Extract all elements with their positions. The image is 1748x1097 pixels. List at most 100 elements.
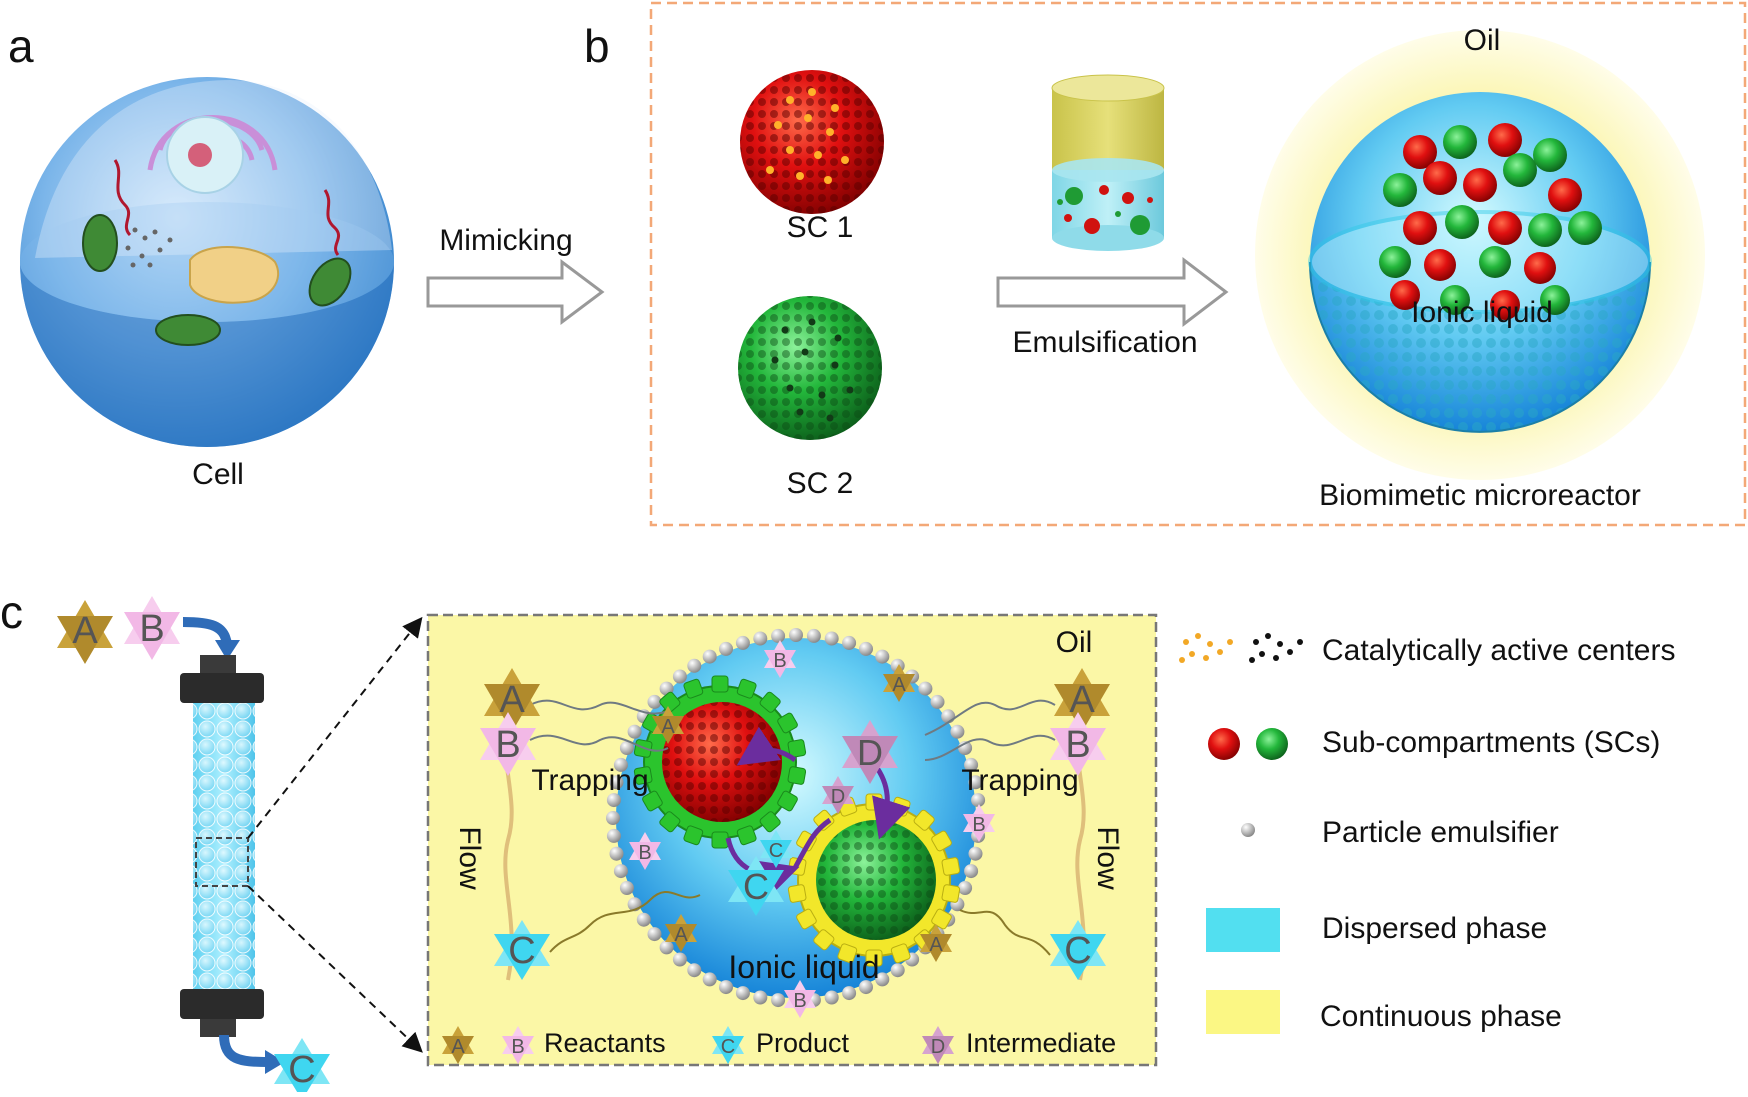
svg-text:A: A xyxy=(72,610,98,652)
panel-b-dashed-frame xyxy=(649,1,1747,527)
svg-text:C: C xyxy=(743,866,769,907)
molecule-a-right: A xyxy=(1054,668,1110,732)
bottom-legend-b: B xyxy=(502,1026,534,1064)
oil-label-b: Oil xyxy=(1464,24,1501,57)
gear-tooth xyxy=(941,857,961,876)
legend-dispersed-swatch xyxy=(1206,908,1280,952)
gear-tooth xyxy=(711,831,729,849)
flow-label-right: Flow xyxy=(1091,826,1124,890)
gear-tooth xyxy=(813,929,835,951)
molecule-b-left: B xyxy=(480,712,536,776)
svg-text:D: D xyxy=(857,732,883,773)
outlet-flow-arrow xyxy=(219,1034,269,1067)
bottom-legend-c: C xyxy=(712,1026,744,1064)
zoom-line-top xyxy=(247,616,423,839)
emulsifier-bead xyxy=(735,986,750,1001)
svg-text:B: B xyxy=(495,724,520,766)
biomimetic-caption: Biomimetic microreactor xyxy=(1319,479,1641,512)
cell-caption: Cell xyxy=(192,458,244,491)
svg-text:C: C xyxy=(288,1049,315,1091)
emulsification-label: Emulsification xyxy=(1012,326,1197,359)
molecule-b-right: B xyxy=(1050,712,1106,776)
svg-text:B: B xyxy=(972,814,985,836)
gear-tooth xyxy=(931,830,952,852)
molecule-c-right: C xyxy=(1050,920,1106,980)
trapping-wave xyxy=(529,734,669,752)
trapping-wave xyxy=(529,699,666,715)
legend-sc1-swatch xyxy=(1208,728,1240,760)
gear-tooth xyxy=(787,766,807,785)
emulsifier-bead xyxy=(672,669,687,684)
sc2-sphere xyxy=(738,296,882,440)
gear-tooth xyxy=(837,943,858,964)
inlet-reactant-a: A xyxy=(57,600,113,664)
gear-tooth xyxy=(931,908,952,930)
svg-text:B: B xyxy=(638,842,651,864)
molecule-a-inner-bottom-right: A xyxy=(920,924,952,962)
emulsion-vial-icon xyxy=(1051,74,1165,251)
gear-tooth xyxy=(890,943,911,964)
biomimetic-microreactor xyxy=(1255,30,1705,480)
emulsifier-bead xyxy=(627,724,642,739)
legend-sub-compartments: Sub-compartments (SCs) xyxy=(1322,726,1660,759)
legend-continuous-swatch xyxy=(1206,990,1280,1034)
dna-icon xyxy=(113,159,132,237)
molecule-d-small: D xyxy=(822,776,854,814)
gear-tooth xyxy=(865,949,883,967)
svg-text:A: A xyxy=(892,674,906,696)
gear-tooth xyxy=(759,691,781,713)
flow-label-left: Flow xyxy=(453,826,486,890)
svg-text:A: A xyxy=(1069,679,1095,721)
panel-b-letter: b xyxy=(584,20,610,72)
gear-tooth xyxy=(913,809,935,831)
intermediate-arrow xyxy=(736,726,797,766)
emulsifier-bead xyxy=(636,912,651,927)
emulsifier-bead xyxy=(806,628,821,643)
emulsifier-bead xyxy=(875,649,890,664)
molecule-a-inner-top: A xyxy=(883,664,915,702)
zoom-line-bottom xyxy=(247,885,423,1053)
trapping-wave xyxy=(924,734,1056,761)
inlet-reactant-b: B xyxy=(124,596,180,660)
emulsifier-bead xyxy=(771,628,786,643)
molecule-b-inner-top: B xyxy=(764,640,796,678)
gear-tooth xyxy=(796,908,817,930)
legend-continuous-phase: Continuous phase xyxy=(1320,1000,1562,1033)
emulsifier-bead xyxy=(687,658,702,673)
trapping-label-right: Trapping xyxy=(961,764,1078,797)
emulsifier-bead xyxy=(824,990,839,1005)
emulsifier-bead xyxy=(789,628,803,642)
svg-text:D: D xyxy=(831,786,845,808)
emulsifier-bead xyxy=(875,972,890,987)
svg-text:B: B xyxy=(793,990,806,1012)
emulsifier-bead xyxy=(647,927,662,942)
molecule-c-small: C xyxy=(760,830,792,868)
outlet-product-c: C xyxy=(274,1038,330,1097)
gear-tooth xyxy=(787,884,807,903)
emulsifier-bead xyxy=(771,993,786,1008)
emulsifier-bead xyxy=(619,741,634,755)
emulsifier-bead xyxy=(702,972,717,987)
release-wave xyxy=(549,891,701,953)
emulsifier-bead xyxy=(842,635,857,650)
mitochondrion-icon xyxy=(82,214,118,272)
emulsifier-bead xyxy=(702,649,717,664)
molecule-a-gear: A xyxy=(652,706,684,744)
gear-tooth xyxy=(736,825,757,846)
svg-text:C: C xyxy=(1064,930,1091,972)
inlet-arrowhead xyxy=(215,640,240,660)
legend-active-centers: Catalytically active centers xyxy=(1322,634,1675,667)
sc1-label: SC 1 xyxy=(787,211,854,244)
panel-c-letter: c xyxy=(0,586,23,638)
legend-dispersed-phase: Dispersed phase xyxy=(1322,912,1547,945)
gear-tooth xyxy=(759,811,781,833)
emulsifier-bead xyxy=(606,828,621,843)
gear-tooth xyxy=(813,809,835,831)
emulsifier-bead xyxy=(964,864,979,879)
emulsifier-bead xyxy=(824,631,839,646)
sc1-sphere xyxy=(740,70,884,214)
emulsifier-bead xyxy=(719,980,733,995)
emulsifier-bead xyxy=(659,940,674,955)
mitochondrion-icon xyxy=(155,314,221,346)
